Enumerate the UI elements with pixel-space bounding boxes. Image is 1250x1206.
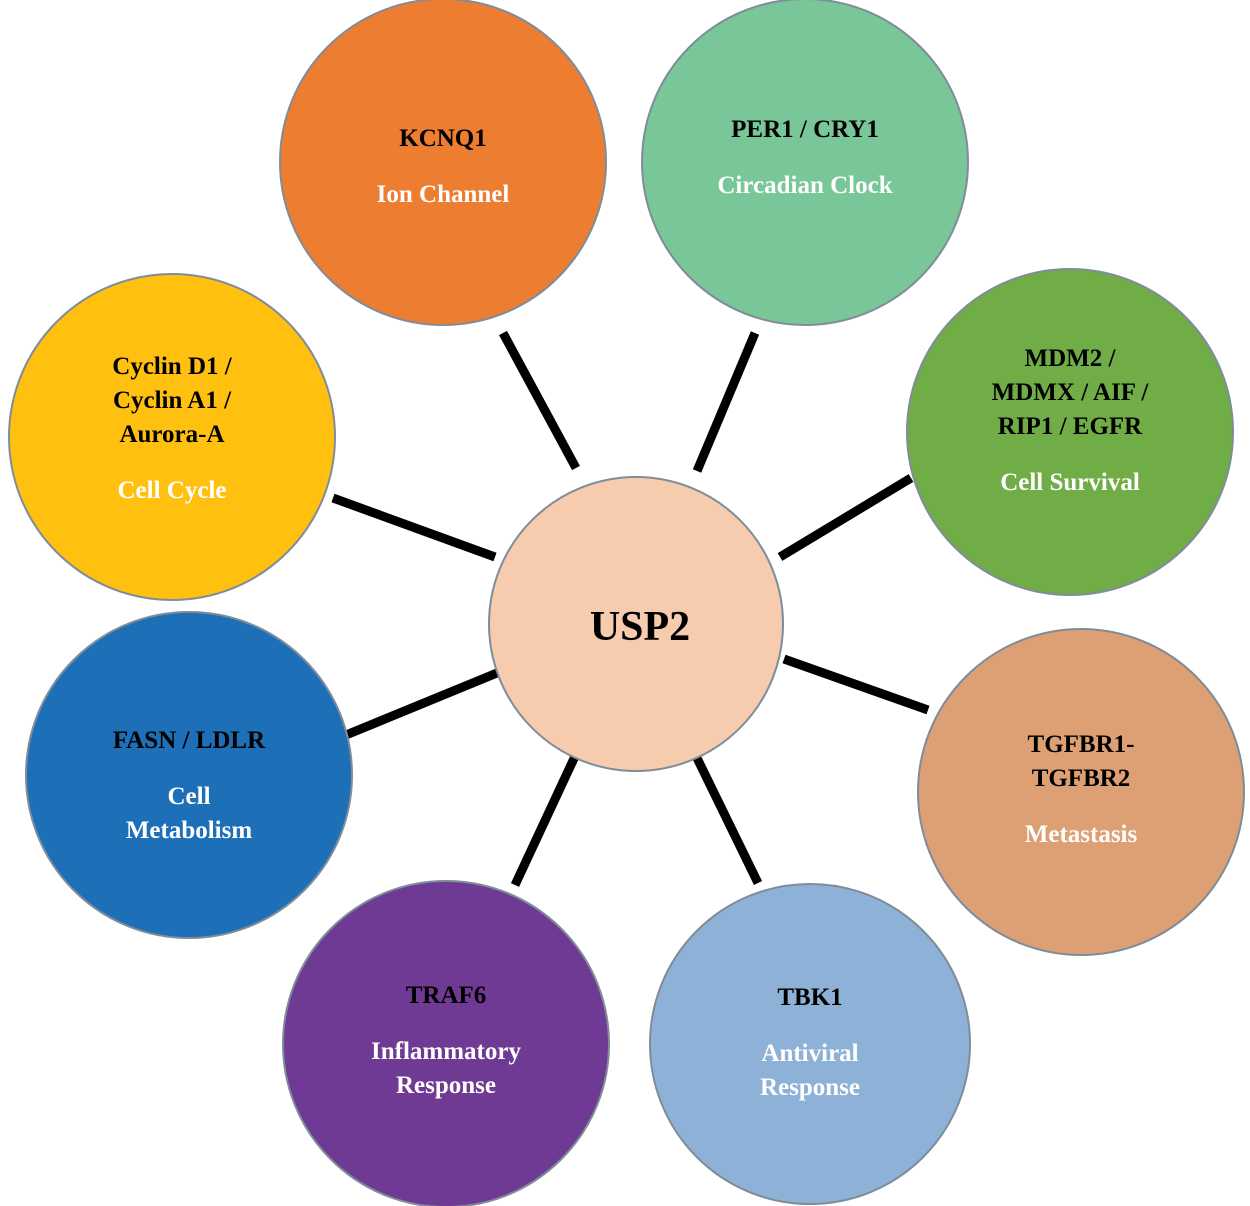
function-label-cell-survival: Cell Survival [1000, 469, 1140, 496]
gene-label-antiviral-response: TBK1 [777, 984, 842, 1011]
gene-label-cell-cycle: Cyclin D1 / [112, 353, 233, 380]
function-label-circadian-clock: Circadian Clock [717, 172, 892, 199]
node-circle-antiviral-response [649, 883, 971, 1205]
connector-cell-survival [777, 474, 914, 561]
connector-ion-channel [499, 330, 580, 471]
gene-label-cell-survival: MDMX / AIF / [992, 379, 1150, 406]
function-label-cell-cycle: Cell Cycle [118, 477, 227, 504]
hub-label: USP2 [590, 604, 690, 650]
connector-cell-metabolism [344, 668, 499, 740]
connectors [331, 330, 930, 887]
function-label-antiviral-response: Antiviral [761, 1040, 858, 1067]
connector-cell-cycle [331, 493, 497, 562]
function-label-antiviral-response: Response [760, 1074, 860, 1101]
node-cell-cycle: Cyclin D1 / Cyclin A1 / Aurora-A Cell Cycle [8, 273, 336, 601]
gene-label-metastasis: TGFBR1- [1028, 731, 1135, 758]
gene-label-inflammatory-response: TRAF6 [406, 982, 487, 1009]
node-circle-metastasis [917, 628, 1245, 956]
node-circle-cell-metabolism [25, 611, 353, 939]
gene-label-cell-metabolism: FASN / LDLR [113, 727, 266, 754]
node-cell-survival: MDM2 / MDMX / AIF / RIP1 / EGFR Cell Surviv… [906, 268, 1234, 596]
connector-circadian-clock [692, 331, 760, 473]
node-circle-cell-cycle [8, 273, 336, 601]
function-label-cell-metabolism: Metabolism [126, 817, 253, 844]
gene-label-cell-survival: RIP1 / EGFR [998, 413, 1143, 440]
gene-label-cell-cycle: Aurora-A [119, 421, 224, 448]
function-label-cell-metabolism: Cell [167, 783, 210, 810]
gene-label-cell-cycle: Cyclin A1 / [113, 387, 232, 414]
node-circle-ion-channel [279, 0, 607, 326]
hub-circle [488, 476, 784, 772]
node-circle-circadian-clock [641, 0, 969, 326]
gene-label-cell-survival: MDM2 / [1025, 345, 1117, 372]
node-circle-cell-survival [906, 268, 1234, 596]
node-circle-inflammatory-response [282, 880, 610, 1206]
connector-inflammatory-response [510, 750, 582, 887]
gene-label-ion-channel: KCNQ1 [399, 125, 487, 152]
hub-node: USP2 [488, 476, 784, 772]
connector-antiviral-response [692, 756, 763, 885]
function-label-inflammatory-response: Inflammatory [371, 1038, 521, 1065]
function-label-inflammatory-response: Response [396, 1072, 496, 1099]
connector-metastasis [782, 654, 930, 715]
gene-label-metastasis: TGFBR2 [1032, 765, 1131, 792]
function-label-metastasis: Metastasis [1025, 821, 1138, 848]
gene-label-circadian-clock: PER1 / CRY1 [731, 116, 879, 143]
function-label-ion-channel: Ion Channel [377, 181, 510, 208]
